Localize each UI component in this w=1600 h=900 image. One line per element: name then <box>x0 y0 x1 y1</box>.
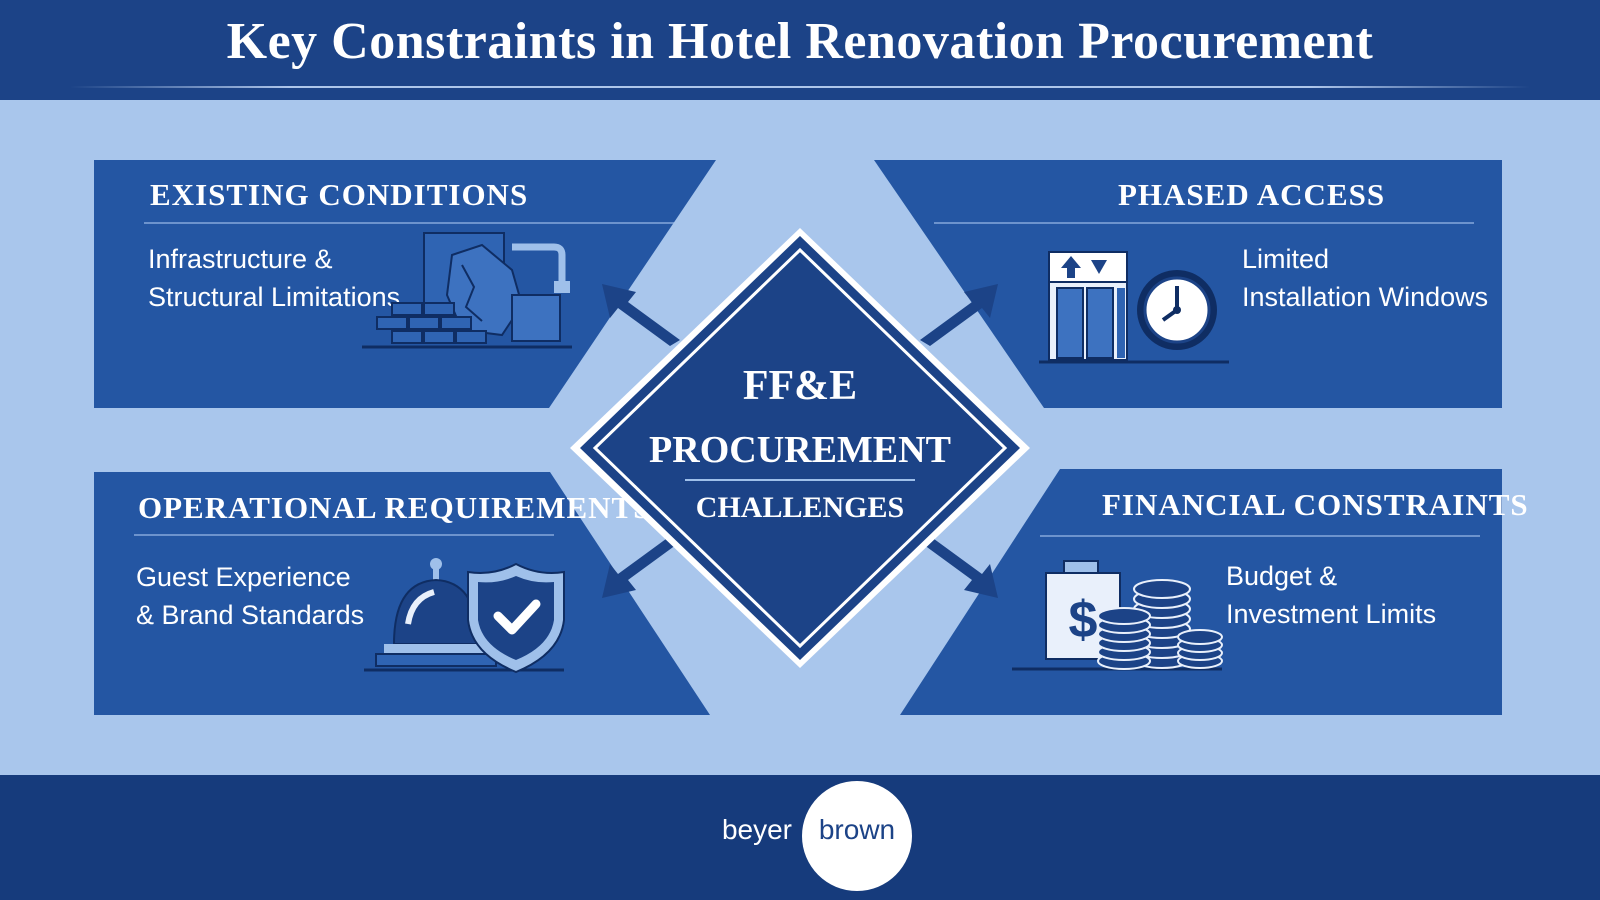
page-title: Key Constraints in Hotel Renovation Proc… <box>226 13 1374 70</box>
coin-stack <box>1097 579 1223 670</box>
elevator-clock-icon <box>1039 251 1229 364</box>
panel-title: PHASED ACCESS <box>1118 177 1386 212</box>
logo-text-left: beyer <box>721 814 792 845</box>
panel-operational-requirements: OPERATIONAL REQUIREMENTS Guest Experienc… <box>94 472 710 715</box>
arrow-to-operational-requirements <box>602 536 680 598</box>
panel-title: OPERATIONAL REQUIREMENTS <box>138 490 652 525</box>
center-title-line: CHALLENGES <box>695 491 905 524</box>
arrow-to-phased-access <box>920 284 998 346</box>
logo-text-right: brown <box>818 814 896 845</box>
svg-text:$: $ <box>1069 591 1098 649</box>
logo-circle <box>802 781 912 891</box>
header-band <box>0 0 1600 100</box>
center-diamond <box>570 228 1030 668</box>
panel-title: EXISTING CONDITIONS <box>150 177 529 212</box>
panel-background <box>94 472 710 715</box>
panel-description: Guest Experience & Brand Standards <box>136 558 364 634</box>
broken-wall-pipe-icon <box>362 232 572 349</box>
panel-description: Limited Installation Windows <box>1242 240 1488 316</box>
panel-description-line: Infrastructure & <box>148 244 333 274</box>
arrow-to-financial-constraints <box>920 536 998 598</box>
panel-description: Budget & Investment Limits <box>1226 557 1436 633</box>
panel-description-line: Guest Experience <box>136 562 351 592</box>
panel-description-line: Budget & <box>1226 561 1338 591</box>
footer-band <box>0 775 1600 900</box>
panel-divider <box>934 222 1474 224</box>
center-title-line: FF&E <box>742 363 858 409</box>
panel-description-line: Investment Limits <box>1226 599 1437 629</box>
service-bell-shield-icon <box>364 558 565 674</box>
panel-financial-constraints: FINANCIAL CONSTRAINTS Budget & Investmen… <box>900 469 1528 715</box>
panel-title: FINANCIAL CONSTRAINTS <box>1102 487 1529 522</box>
panel-description-line: Installation Windows <box>1242 282 1489 312</box>
panel-existing-conditions: EXISTING CONDITIONS Infrastructure & Str… <box>94 160 716 408</box>
panel-divider <box>1040 535 1480 537</box>
panel-description-line: Limited <box>1242 244 1330 274</box>
center-title-line: PROCUREMENT <box>649 429 951 471</box>
panel-description-line: Structural Limitations <box>148 282 401 312</box>
panel-divider <box>134 534 554 536</box>
money-bag-coins-icon: $ <box>1012 560 1223 671</box>
arrow-to-existing-conditions <box>602 284 680 346</box>
panel-phased-access: PHASED ACCESS Limited Installation Windo… <box>874 160 1502 408</box>
panel-description-line: & Brand Standards <box>136 600 365 630</box>
title-divider <box>70 86 1530 88</box>
panel-description: Infrastructure & Structural Limitations <box>148 240 400 316</box>
panel-divider <box>144 222 674 224</box>
